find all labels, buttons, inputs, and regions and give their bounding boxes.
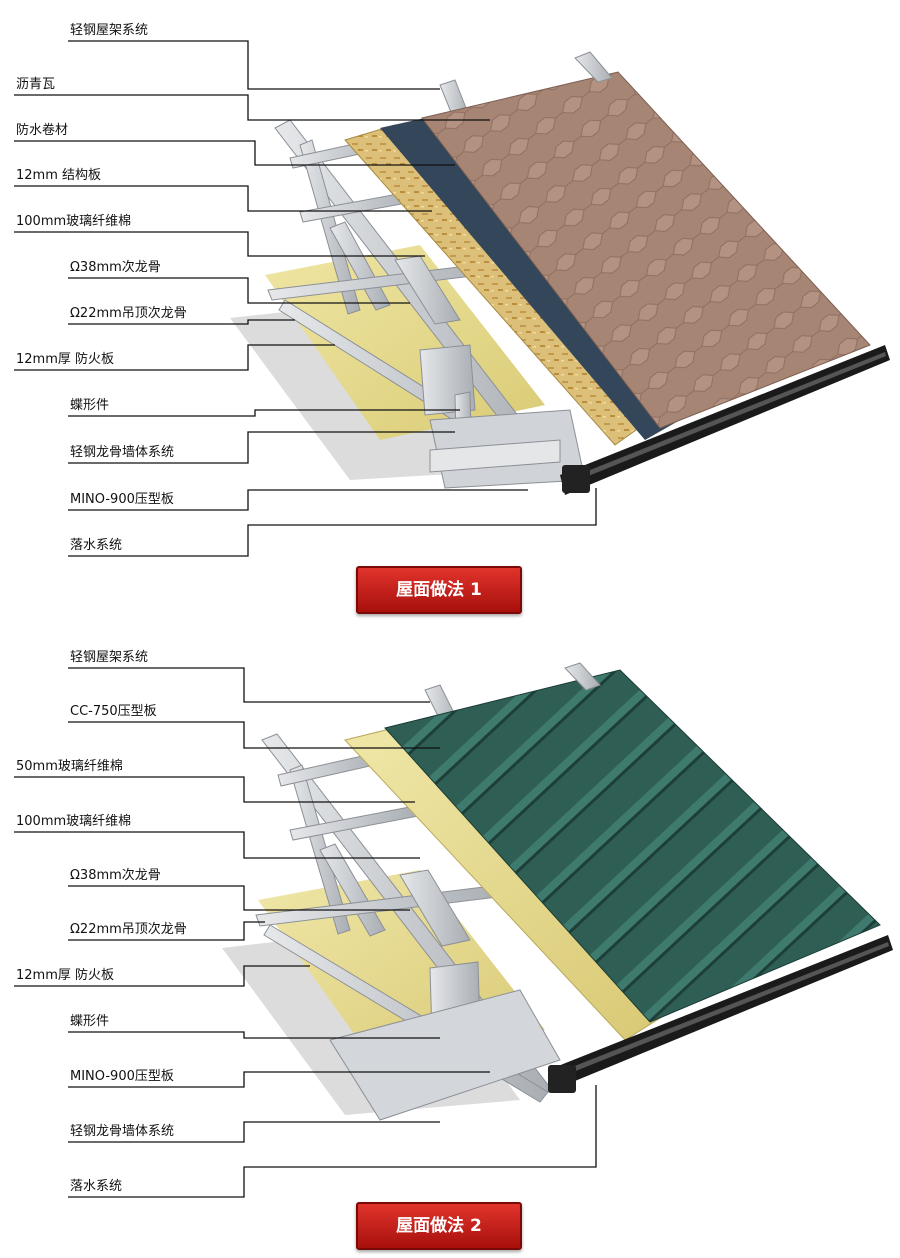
label-fire-board-2: 12mm厚 防火板 xyxy=(16,968,115,983)
label-steel-truss-system-2: 轻钢屋架系统 xyxy=(70,650,149,665)
membrane xyxy=(380,118,680,440)
label-butterfly-clip-2: 蝶形件 xyxy=(70,1014,110,1029)
label-fire-board: 12mm厚 防火板 xyxy=(16,352,115,367)
roof-diagram-1-illustration xyxy=(14,40,890,557)
label-mino900-sheet: MINO-900压型板 xyxy=(70,492,174,507)
label-steel-stud-wall-2: 轻钢龙骨墙体系统 xyxy=(70,1124,175,1139)
leader-lines-2 xyxy=(14,667,597,1198)
label-asphalt-shingle: 沥青瓦 xyxy=(16,77,56,92)
caption-badge-1: 屋面做法 1 xyxy=(356,566,522,614)
roof-diagram-2-illustration xyxy=(14,662,893,1198)
label-structural-board: 12mm 结构板 xyxy=(16,168,102,183)
label-drainage-system-2: 落水系统 xyxy=(70,1179,123,1194)
leader-lines-1 xyxy=(14,40,597,557)
label-waterproof-membrane: 防水卷材 xyxy=(16,123,69,138)
label-steel-stud-wall: 轻钢龙骨墙体系统 xyxy=(70,445,175,460)
label-drainage-system: 落水系统 xyxy=(70,538,123,553)
label-butterfly-clip: 蝶形件 xyxy=(70,398,110,413)
caption-badge-2: 屋面做法 2 xyxy=(356,1202,522,1250)
label-glass-fiber-100: 100mm玻璃纤维棉 xyxy=(16,214,132,229)
label-steel-truss-system: 轻钢屋架系统 xyxy=(70,23,149,38)
label-omega22-ceiling-purlin-2: Ω22mm吊顶次龙骨 xyxy=(70,922,187,937)
label-glass-fiber-50: 50mm玻璃纤维棉 xyxy=(16,759,123,774)
label-omega22-ceiling-purlin: Ω22mm吊顶次龙骨 xyxy=(70,306,187,321)
label-glass-fiber-100-2: 100mm玻璃纤维棉 xyxy=(16,814,132,829)
label-omega38-purlin: Ω38mm次龙骨 xyxy=(70,260,161,275)
label-mino900-sheet-2: MINO-900压型板 xyxy=(70,1069,174,1084)
insulation xyxy=(265,245,545,440)
label-omega38-purlin-2: Ω38mm次龙骨 xyxy=(70,868,161,883)
asphalt-shingle xyxy=(421,71,871,429)
label-cc750-sheet: CC-750压型板 xyxy=(70,704,157,719)
